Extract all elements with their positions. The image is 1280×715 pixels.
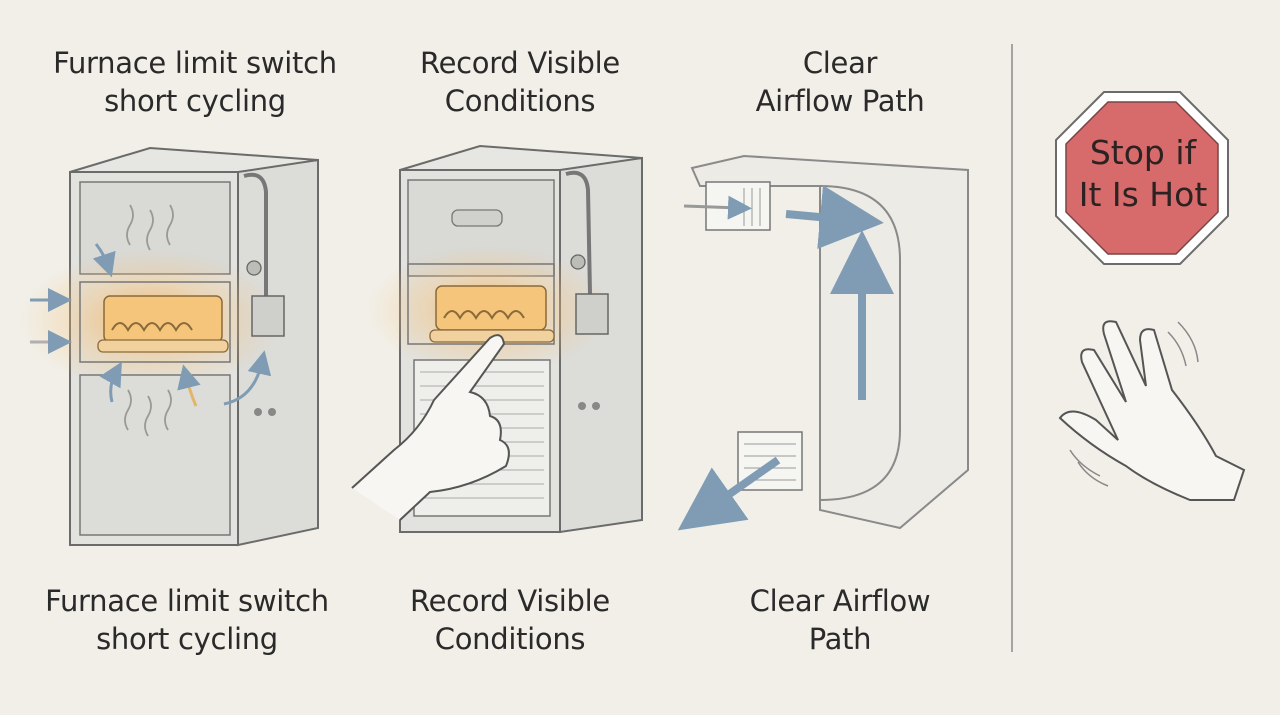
furnace-illustration-1 xyxy=(20,146,319,547)
pointing-hand-icon xyxy=(351,334,510,521)
furnace-illustration-2 xyxy=(351,144,643,534)
stop-sign-icon xyxy=(1055,91,1229,265)
airflow-duct-illustration xyxy=(677,154,969,531)
hand-icon xyxy=(1058,320,1246,501)
